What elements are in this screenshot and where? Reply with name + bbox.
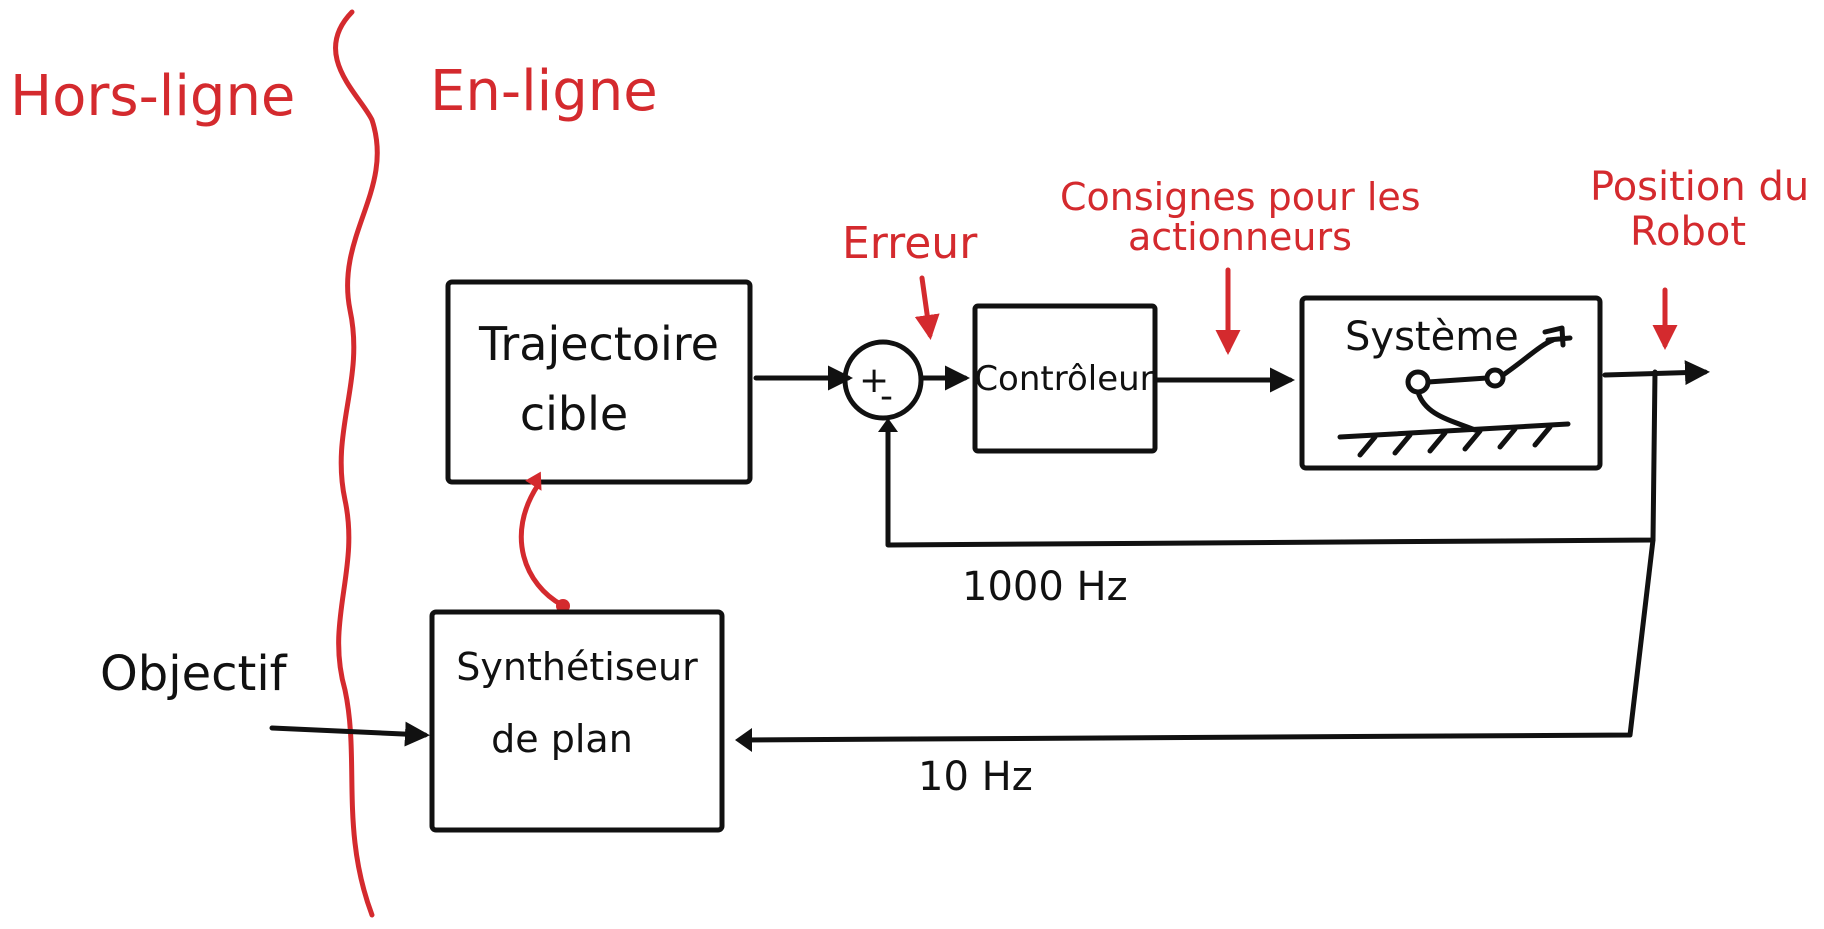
goal-input-label: Objectif [100,646,288,702]
sum-plus-sign: + [859,360,889,401]
target-trajectory-block: Trajectoire cible [445,279,753,485]
trajectory-planner-link [518,471,570,613]
online-label: En-ligne [430,59,658,124]
summing-junction: + - [842,339,924,421]
robot-position-annotation-line1: Position du [1590,164,1809,210]
target-trajectory-label-line1: Trajectoire [478,317,719,371]
plan-synthesizer-block: Synthétiseur de plan [429,609,725,833]
inner-feedback-arrowhead [878,418,898,432]
outer-feedback-arrowhead [735,728,752,752]
offline-label: Hors-ligne [10,64,295,129]
offline-online-divider [333,9,380,918]
inner-feedback-loop [885,369,1658,548]
error-annotation: Erreur [842,218,978,269]
outer-loop-rate-label: 10 Hz [918,754,1033,800]
inner-loop-rate-label: 1000 Hz [962,564,1128,610]
system-label: Système [1345,314,1519,360]
actuator-commands-annotation-line1: Consignes pour les [1060,175,1421,219]
sum-minus-sign: - [880,376,893,417]
error-annotation-arrow [914,275,940,340]
target-trajectory-label-line2: cible [520,387,628,441]
robot-arm-sketch [1337,325,1573,458]
actuator-commands-annotation-line2: actionneurs [1128,215,1352,259]
controller-block: Contrôleur [972,303,1158,454]
controller-label: Contrôleur [974,359,1153,399]
outer-feedback-loop [739,537,1656,743]
plan-synthesizer-label-line1: Synthétiseur [456,645,698,689]
plan-synthesizer-label-line2: de plan [491,717,633,761]
robot-position-annotation-line2: Robot [1630,209,1746,255]
goal-to-planner-arrow [269,721,430,747]
system-block: Système [1299,295,1603,471]
